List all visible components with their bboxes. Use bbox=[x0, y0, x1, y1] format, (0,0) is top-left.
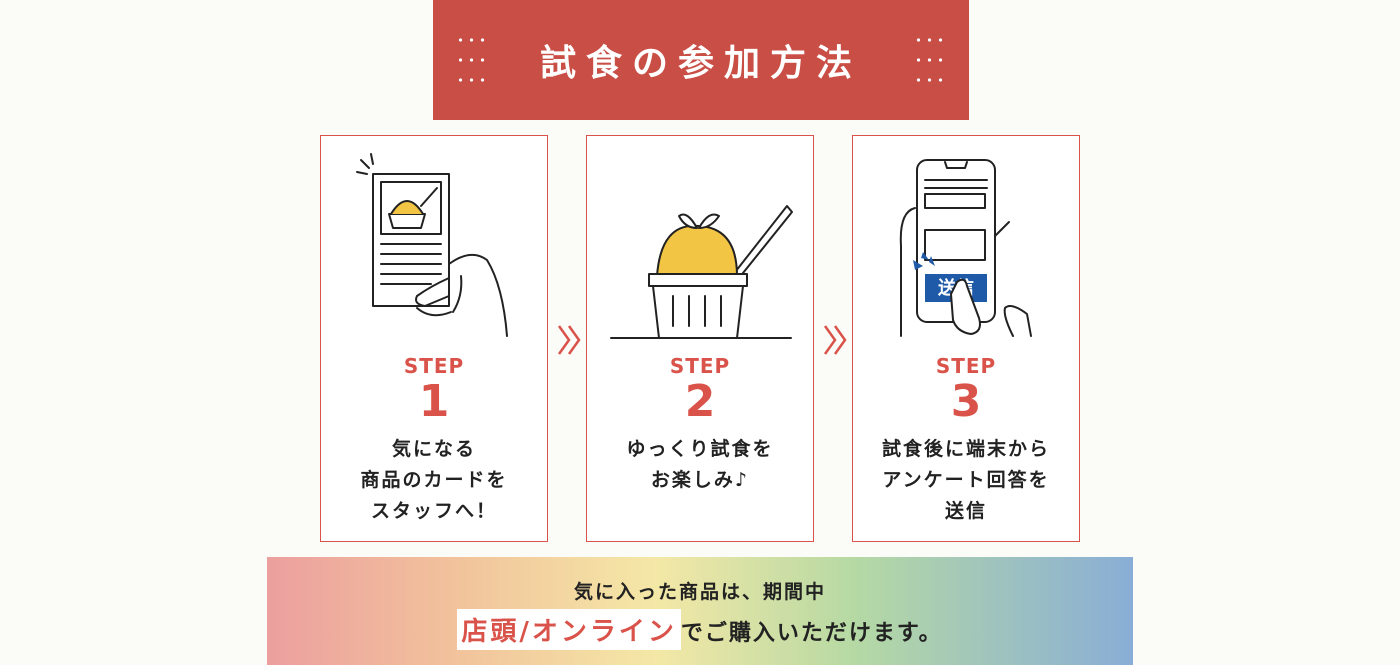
step-description-line: 商品のカードを bbox=[360, 469, 508, 491]
purchase-info-line2-text: でご購入いただけます。 bbox=[680, 621, 943, 646]
step-description-line: 試食後に端末から bbox=[881, 438, 1050, 460]
step-description-line: スタッフへ！ bbox=[370, 500, 497, 522]
purchase-info-line1: 気に入った商品は、期間中 bbox=[573, 581, 826, 603]
double-chevron-right-icon bbox=[823, 325, 847, 355]
decorative-dots-left bbox=[455, 30, 489, 92]
step-card-2: STEP 2 ゆっくり試食を お楽しみ♪ bbox=[586, 135, 814, 542]
step-description: 気になる 商品のカードを スタッフへ！ bbox=[321, 434, 547, 527]
step-number: 3 bbox=[950, 376, 982, 427]
step-description-line: お楽しみ♪ bbox=[650, 469, 750, 491]
step-description: ゆっくり試食を お楽しみ♪ bbox=[587, 434, 813, 496]
step-description: 試食後に端末から アンケート回答を 送信 bbox=[853, 434, 1079, 527]
step-card-1: STEP 1 気になる 商品のカードを スタッフへ！ bbox=[320, 135, 548, 542]
purchase-channel-highlight: 店頭/オンライン bbox=[457, 609, 681, 650]
step-label: STEP bbox=[669, 354, 731, 378]
step-label: STEP bbox=[403, 354, 465, 378]
step-number: 2 bbox=[684, 376, 716, 427]
smartphone-survey-icon: 送信 bbox=[899, 159, 1032, 337]
step-card-3: 送信 STEP 3 試食後に端末から アンケート回答を 送信 bbox=[852, 135, 1080, 542]
decorative-dots-right bbox=[913, 30, 947, 92]
step-description-line: アンケート回答を bbox=[882, 469, 1050, 491]
purchase-info-line2: 店頭/オンラインでご購入いただけます。 bbox=[267, 609, 1133, 650]
double-chevron-right-icon bbox=[557, 325, 581, 355]
purchase-info-band: 気に入った商品は、期間中 店頭/オンラインでご購入いただけます。 bbox=[267, 557, 1133, 665]
step-description-line: ゆっくり試食を bbox=[626, 438, 774, 460]
card-in-hand-icon bbox=[356, 153, 508, 337]
step-label: STEP bbox=[935, 354, 997, 378]
step-description-line: 気になる bbox=[391, 438, 476, 460]
step-number: 1 bbox=[418, 376, 450, 427]
page-title: 試食の参加方法 bbox=[539, 43, 862, 84]
step-description-line: 送信 bbox=[944, 500, 987, 522]
dessert-cup-icon bbox=[610, 205, 793, 339]
title-banner: 試食の参加方法 bbox=[433, 0, 969, 120]
